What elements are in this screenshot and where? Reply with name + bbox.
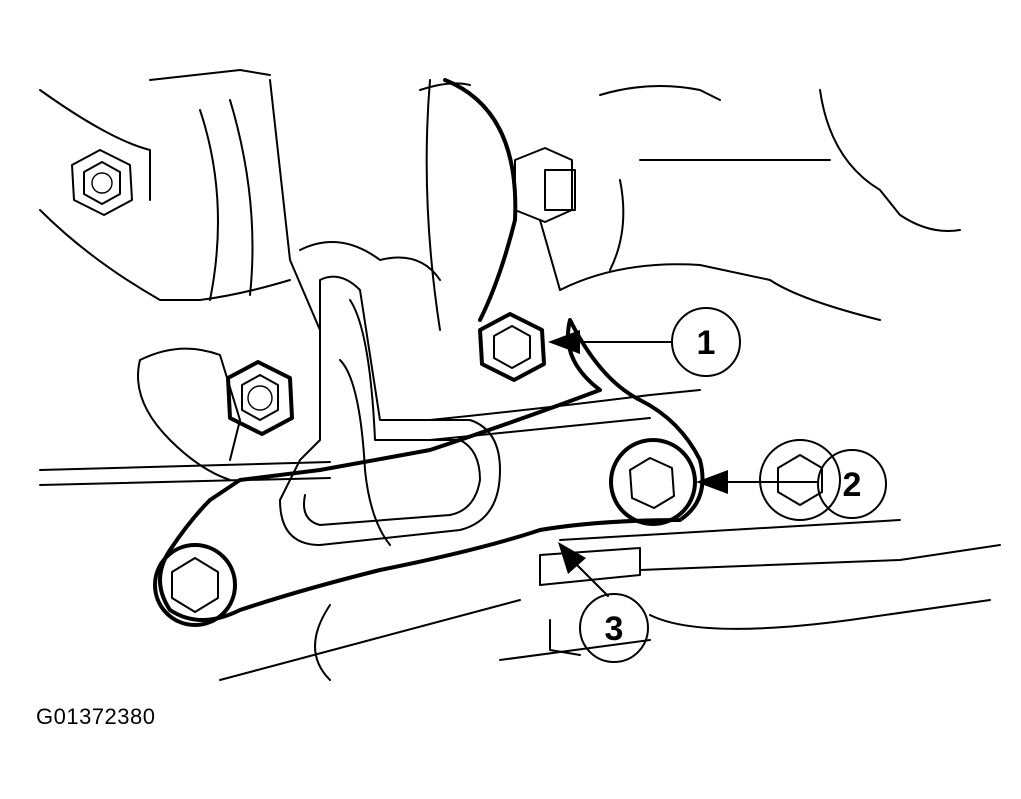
callout-3: 3 (558, 542, 649, 663)
callout-3-arrow (558, 542, 586, 574)
mount-bracket (158, 275, 705, 622)
callout-1-arrow (548, 330, 580, 354)
background-components (39, 69, 1001, 681)
callout-2: 2 (696, 449, 887, 519)
callout-1-label: 1 (697, 324, 716, 362)
bracket-bolt-2 (609, 438, 697, 526)
callout-2-label: 2 (843, 466, 862, 504)
removed-bolt (759, 439, 841, 521)
left-hex-nut (226, 360, 294, 436)
callout-1: 1 (548, 307, 741, 377)
lower-left-bolt (153, 543, 237, 627)
callout-3-label: 3 (605, 610, 624, 648)
upper-stud-nut (514, 147, 576, 223)
figure-code: G01372380 (36, 704, 156, 729)
callout-2-arrow (696, 470, 728, 494)
bracket-nut-1 (478, 312, 546, 382)
upper-left-nut (71, 149, 133, 216)
